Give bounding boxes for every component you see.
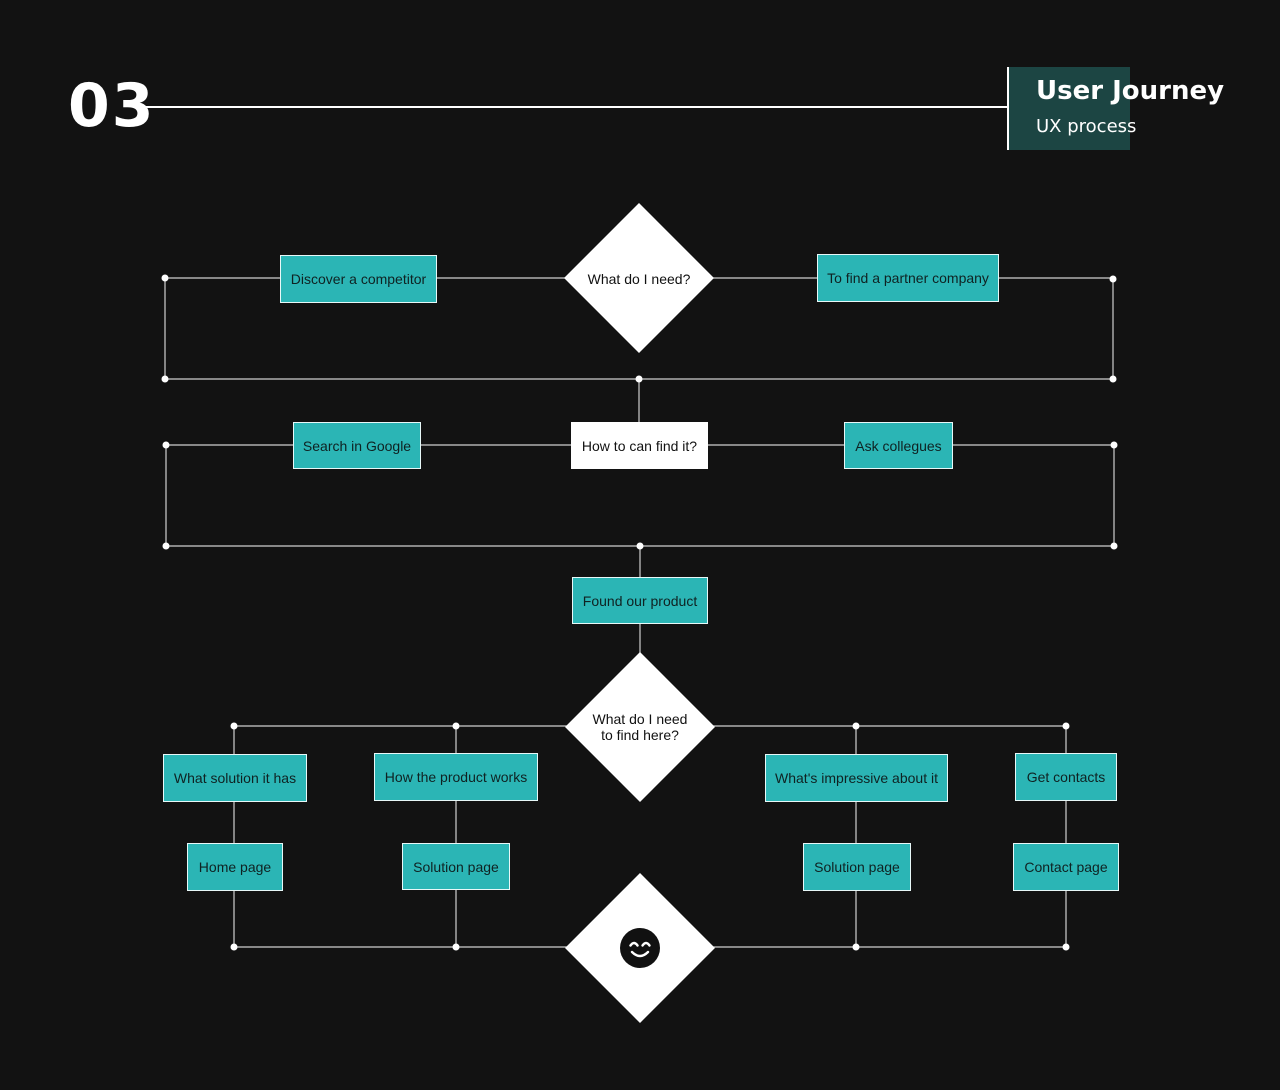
- header-divider: [140, 106, 1008, 108]
- node-solution-page-2: Solution page: [803, 843, 911, 891]
- node-discover-competitor: Discover a competitor: [280, 255, 437, 303]
- decision-label-what-to-find: What do I need to find here?: [592, 711, 688, 743]
- node-how-product-works: How the product works: [374, 753, 538, 801]
- node-how-to-find: How to can find it?: [571, 422, 708, 469]
- page-subtitle: UX process: [1036, 116, 1137, 137]
- page-title: User Journey: [1036, 76, 1225, 106]
- node-find-partner: To find a partner company: [817, 254, 999, 302]
- node-what-solution: What solution it has: [163, 754, 307, 802]
- node-search-google: Search in Google: [293, 422, 421, 469]
- node-get-contacts: Get contacts: [1015, 753, 1117, 801]
- node-contact-page: Contact page: [1013, 843, 1119, 891]
- node-ask-colleagues: Ask collegues: [844, 422, 953, 469]
- node-home-page: Home page: [187, 843, 283, 891]
- node-found-product: Found our product: [572, 577, 708, 624]
- smiley-icon: [620, 928, 660, 968]
- title-accent-block: [1007, 67, 1130, 150]
- node-solution-page-1: Solution page: [402, 843, 510, 890]
- decision-label-what-do-i-need: What do I need?: [587, 271, 691, 287]
- node-whats-impressive: What's impressive about it: [765, 754, 948, 802]
- section-number: 03: [68, 71, 156, 141]
